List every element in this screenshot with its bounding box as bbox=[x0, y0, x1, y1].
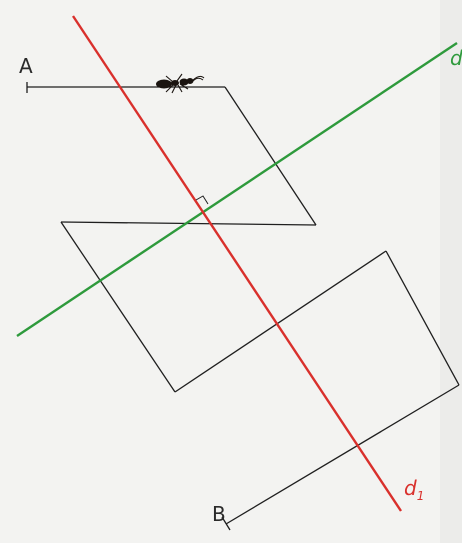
label-line-d1-main: d bbox=[404, 476, 417, 500]
label-point-a: A bbox=[19, 54, 33, 78]
label-line-d1-sub: 1 bbox=[417, 489, 425, 503]
right-angle-marker bbox=[195, 195, 209, 205]
red-line-d1 bbox=[71, 15, 403, 512]
label-line-d1: d1 bbox=[404, 476, 424, 503]
path-segment-left-down bbox=[60, 221, 176, 393]
path-segment-to-b bbox=[225, 384, 460, 525]
ant-icon bbox=[156, 73, 205, 94]
path-segment-lower-up bbox=[174, 250, 387, 393]
path-segment-right-down bbox=[385, 250, 460, 386]
path-segment-middle bbox=[60, 221, 317, 226]
path-segment-upper-right bbox=[224, 86, 317, 226]
label-point-b: B bbox=[212, 502, 226, 526]
page-edge-shade bbox=[440, 0, 462, 543]
tick-b bbox=[221, 516, 231, 531]
label-line-d2-partial: d bbox=[450, 46, 462, 70]
zigzag-path bbox=[26, 82, 460, 531]
green-line-d2 bbox=[16, 42, 458, 337]
